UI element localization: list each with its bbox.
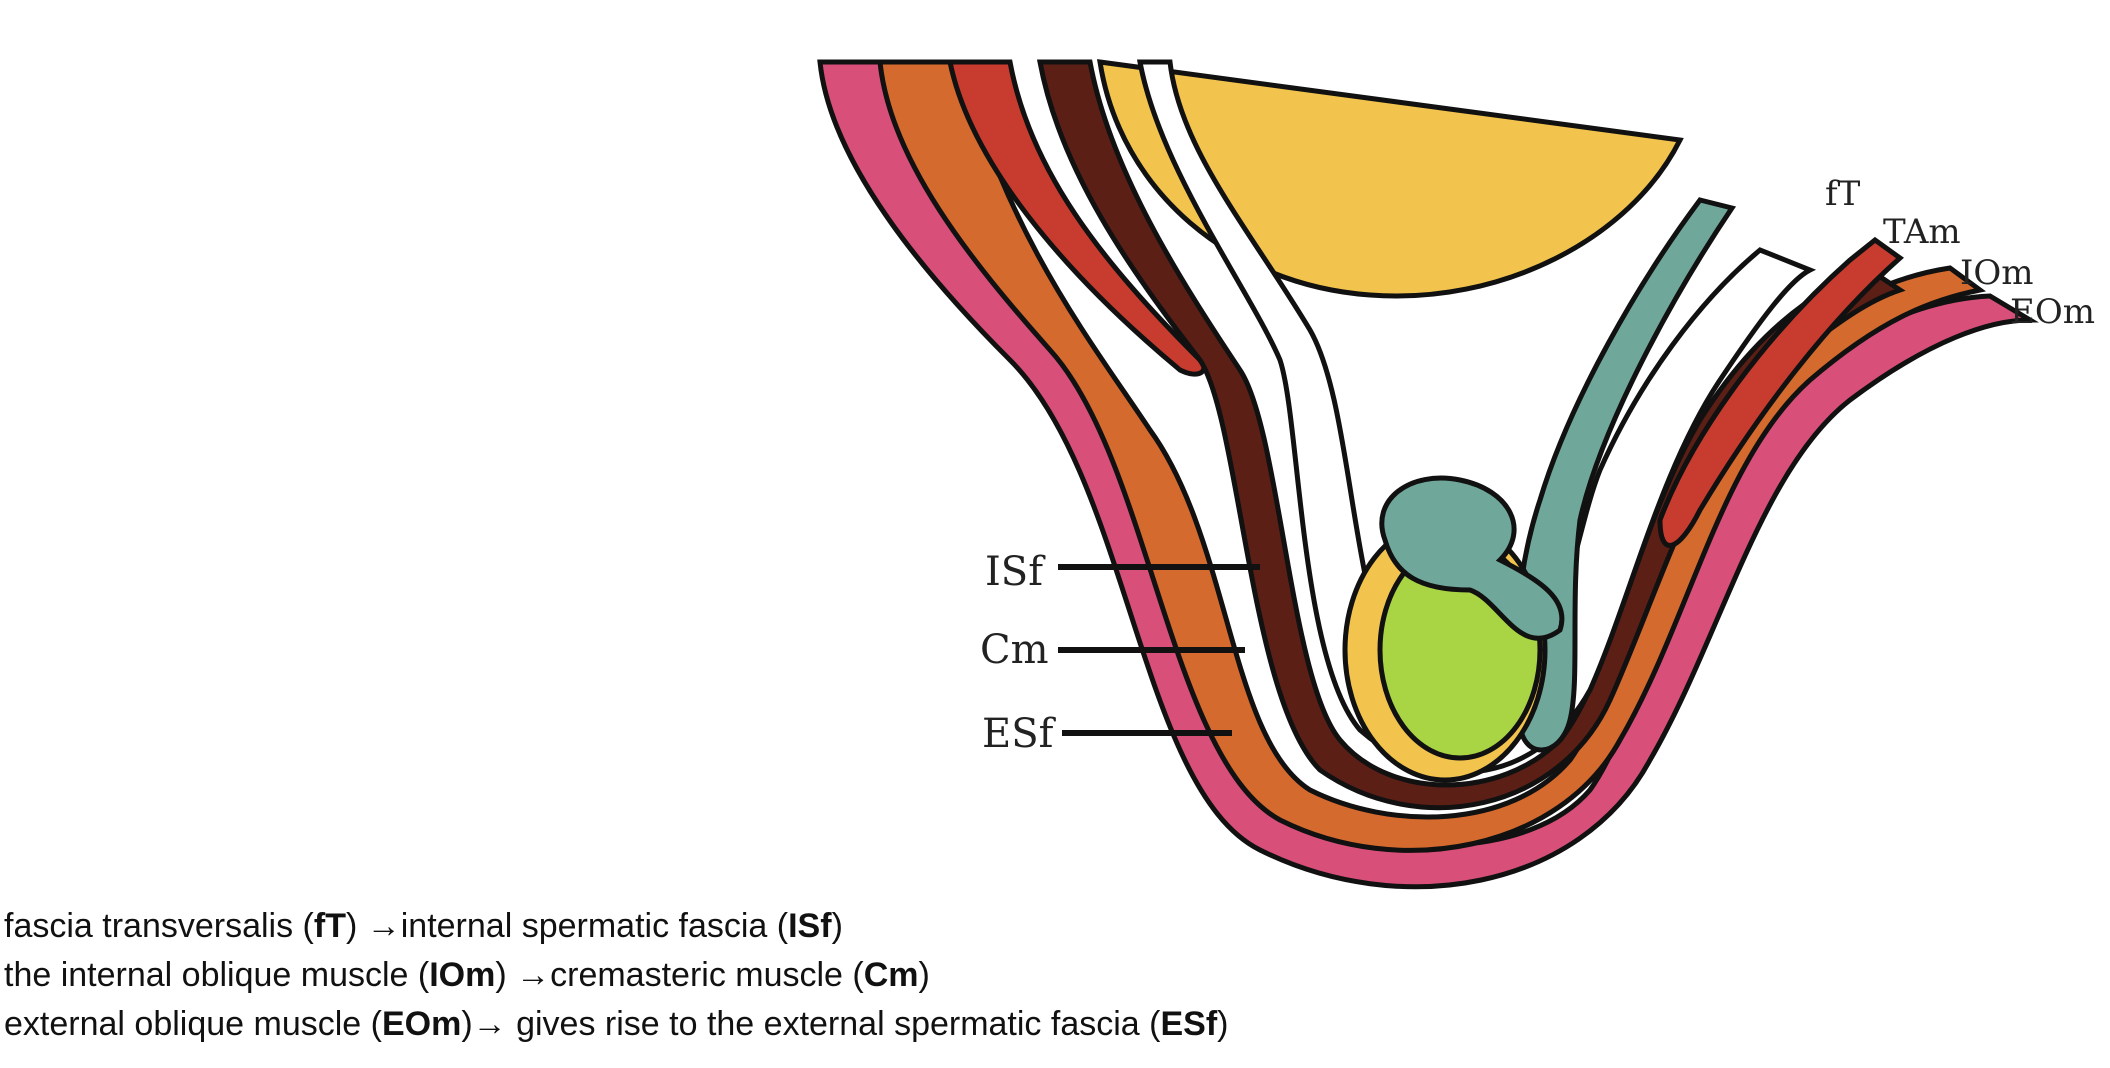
caption-abbr: ESf (1160, 1005, 1218, 1043)
epididymis (1379, 475, 1565, 641)
caption-abbr: EOm (381, 1005, 462, 1043)
caption-abbr: IOm (429, 956, 496, 994)
caption-text: external oblique muscle ( (4, 1005, 382, 1043)
caption-line-3: external oblique muscle (EOm)→ gives ris… (4, 1000, 1504, 1049)
label-esf: ESf (982, 711, 1057, 757)
label-tam: TAm (1883, 212, 1961, 252)
transversus-abdominis-right-band (1657, 236, 1904, 548)
caption-text: ) (1217, 1005, 1229, 1043)
label-ft: fT (1825, 174, 1861, 214)
caption-text: ) →internal spermatic fascia ( (345, 907, 789, 945)
caption-text: ) →cremasteric muscle ( (495, 956, 864, 994)
caption-abbr: fT (313, 907, 346, 945)
external-oblique-layer-band (877, 59, 1987, 853)
caption-abbr: Cm (863, 956, 919, 994)
caption-text: )→ gives rise to the external spermatic … (461, 1005, 1161, 1043)
caption-line-1: fascia transversalis (fT) →internal sper… (4, 902, 1504, 951)
caption-abbr: ISf (788, 907, 832, 945)
caption-text: fascia transversalis ( (4, 907, 314, 945)
inner-cavity (1136, 59, 1817, 775)
spermatic-cord (1513, 197, 1737, 753)
caption: fascia transversalis (fT) →internal sper… (4, 902, 1504, 1049)
label-eom: EOm (2010, 292, 2095, 332)
label-isf: ISf (985, 549, 1046, 595)
internal-oblique-layer-band (946, 59, 1207, 377)
caption-text: the internal oblique muscle ( (4, 956, 430, 994)
caption-text: ) (918, 956, 930, 994)
label-iom: IOm (1960, 253, 2034, 293)
label-cm: Cm (980, 627, 1049, 673)
caption-line-2: the internal oblique muscle (IOm) →crema… (4, 951, 1504, 1000)
caption-text: ) (831, 907, 843, 945)
